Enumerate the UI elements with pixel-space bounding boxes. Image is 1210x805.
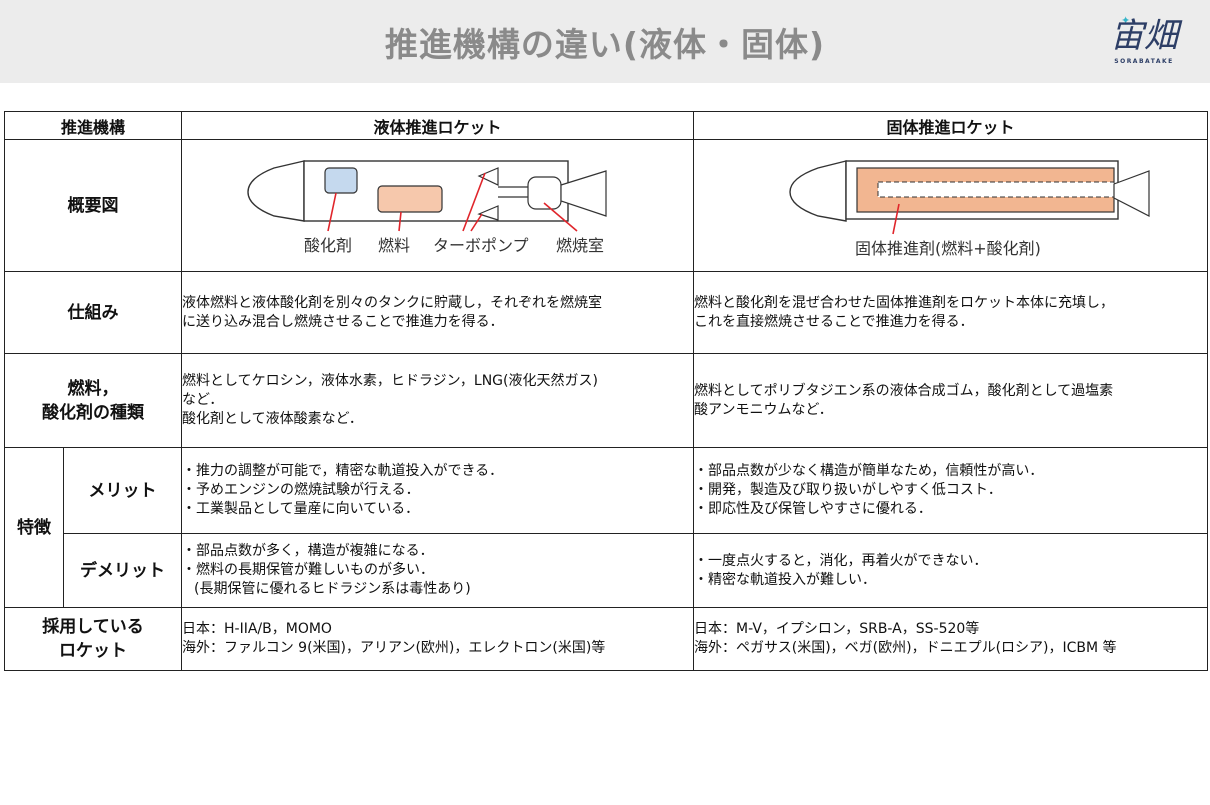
column-header-liquid: 液体推進ロケット <box>181 111 695 140</box>
sparkle-icon: ✦ <box>1121 14 1131 27</box>
row-label-rockets: 採用している ロケット <box>3 607 183 671</box>
table-header-row: 推進機構 液体推進ロケット 固体推進ロケット <box>3 111 1209 140</box>
merit-row: 特徴 メリット ・推力の調整が可能で，精密な軌道投入ができる． ・予めエンジンの… <box>4 447 1209 608</box>
label-combustion-chamber: 燃焼室 <box>556 236 604 255</box>
label-line: 酸化剤の種類 <box>42 402 144 423</box>
text-line: に送り込み混合し燃焼させることで推進力を得る． <box>182 313 504 330</box>
logo-text: 宙畑 <box>1110 16 1178 56</box>
diagram-row: 概要図 <box>3 139 1209 272</box>
column-header-solid: 固体推進ロケット <box>693 111 1209 140</box>
solid-rockets-text: 日本：M-V，イプシロン，SRB-A，SS-520等 海外：ペガサス(米国)，ベ… <box>693 607 1209 671</box>
text-line: ・部品点数が多く，構造が複雑になる． <box>182 543 434 559</box>
text-line: ・一度点火すると，消化，再着火ができない． <box>694 552 988 569</box>
text-line: ・部品点数が少なく構造が簡単なため，信頼性が高い． <box>694 463 1044 479</box>
text-line: これを直接燃焼させることで推進力を得る． <box>694 313 974 330</box>
text-line: 酸化剤として液体酸素など． <box>182 411 363 427</box>
label-solid-propellant: 固体推進剤(燃料+酸化剤) <box>855 239 1041 258</box>
label-line: 燃料， <box>67 378 119 399</box>
row-label-diagram: 概要図 <box>3 139 183 272</box>
text-line: ・推力の調整が可能で，精密な軌道投入ができる． <box>182 463 504 479</box>
row-label-demerit: デメリット <box>62 533 183 608</box>
label-oxidizer: 酸化剤 <box>304 236 352 255</box>
text-line: ・精密な軌道投入が難しい． <box>694 571 877 588</box>
text-line: 燃料としてケロシン，液体水素，ヒドラジン，LNG(液化天然ガス) <box>182 373 598 389</box>
text-line: 液体燃料と液体酸化剤を別々のタンクに貯蔵し，それぞれを燃焼室 <box>182 294 603 311</box>
solid-rocket-diagram-cell: 固体推進剤(燃料+酸化剤) <box>693 139 1209 272</box>
text-line: (長期保管に優れるヒドラジン系は毒性あり) <box>194 581 471 597</box>
text-line: 日本：H-IIA/B，MOMO <box>182 621 332 637</box>
text-line: ・即応性及び保管しやすさに優れる． <box>694 501 932 517</box>
text-line: ・燃料の長期保管が難しいものが多い． <box>182 562 435 578</box>
text-line: 海外：ペガサス(米国)，ベガ(欧州)，ドニエプル(ロシア)，ICBM 等 <box>694 640 1117 656</box>
row-label-features: 特徴 <box>4 447 64 608</box>
liquid-mechanism-text: 液体燃料と液体酸化剤を別々のタンクに貯蔵し，それぞれを燃焼室 に送り込み混合し燃… <box>181 271 695 354</box>
row-label-merit: メリット <box>62 447 183 534</box>
label-line: 採用している <box>42 617 144 637</box>
liquid-merit-text: ・推力の調整が可能で，精密な軌道投入ができる． ・予めエンジンの燃焼試験が行える… <box>181 447 695 534</box>
label-line: ロケット <box>59 641 127 661</box>
label-fuel: 燃料 <box>378 236 410 255</box>
header-bar: 推進機構の違い(液体・固体) ✦ 宙畑 SORABATAKE <box>0 0 1210 83</box>
liquid-rockets-text: 日本：H-IIA/B，MOMO 海外：ファルコン 9(米国)，アリアン(欧州)，… <box>181 607 695 671</box>
text-line: ・工業製品として量産に向いている． <box>182 501 420 517</box>
demerit-row: デメリット ・部品点数が多く，構造が複雑になる． ・燃料の長期保管が難しいものが… <box>5 533 1209 608</box>
liquid-propellant-text: 燃料としてケロシン，液体水素，ヒドラジン，LNG(液化天然ガス) など． 酸化剤… <box>181 353 695 448</box>
text-line: ・開発，製造及び取り扱いがしやすく低コスト． <box>694 482 1002 498</box>
sorabatake-logo: ✦ 宙畑 SORABATAKE <box>1103 14 1185 70</box>
text-line: 酸アンモニウムなど． <box>694 401 833 418</box>
comparison-table: 推進機構 液体推進ロケット 固体推進ロケット 概要図 <box>3 111 1209 671</box>
liquid-rocket-diagram: 酸化剤 燃料 ターボポンプ 燃焼室 <box>247 160 607 255</box>
liquid-rocket-diagram-cell: 酸化剤 燃料 ターボポンプ 燃焼室 <box>181 139 695 272</box>
text-line: 燃料としてポリブタジエン系の液体合成ゴム，酸化剤として過塩素 <box>694 382 1114 399</box>
solid-demerit-text: ・一度点火すると，消化，再着火ができない． ・精密な軌道投入が難しい． <box>693 533 1209 608</box>
solid-mechanism-text: 燃料と酸化剤を混ぜ合わせた固体推進剤をロケット本体に充填し， これを直接燃焼させ… <box>693 271 1209 354</box>
text-line: ・予めエンジンの燃焼試験が行える． <box>182 482 420 498</box>
text-line: 日本：M-V，イプシロン，SRB-A，SS-520等 <box>694 621 980 637</box>
propellant-row: 燃料， 酸化剤の種類 燃料としてケロシン，液体水素，ヒドラジン，LNG(液化天然… <box>3 353 1209 448</box>
rockets-row: 採用している ロケット 日本：H-IIA/B，MOMO 海外：ファルコン 9(米… <box>3 607 1209 671</box>
solid-merit-text: ・部品点数が少なく構造が簡単なため，信頼性が高い． ・開発，製造及び取り扱いがし… <box>693 447 1209 534</box>
text-line: 海外：ファルコン 9(米国)，アリアン(欧州)，エレクトロン(米国)等 <box>182 640 606 656</box>
liquid-demerit-text: ・部品点数が多く，構造が複雑になる． ・燃料の長期保管が難しいものが多い． (長… <box>181 533 695 608</box>
text-line: など． <box>182 392 224 408</box>
label-turbopump: ターボポンプ <box>433 236 529 255</box>
mechanism-row: 仕組み 液体燃料と液体酸化剤を別々のタンクに貯蔵し，それぞれを燃焼室 に送り込み… <box>3 271 1209 354</box>
row-label-propellant: 燃料， 酸化剤の種類 <box>3 353 183 448</box>
page-title: 推進機構の違い(液体・固体) <box>384 25 826 64</box>
text-line: 燃料と酸化剤を混ぜ合わせた固体推進剤をロケット本体に充填し， <box>694 294 1115 311</box>
column-header-mechanism: 推進機構 <box>3 111 183 140</box>
solid-propellant-text: 燃料としてポリブタジエン系の液体合成ゴム，酸化剤として過塩素 酸アンモニウムなど… <box>693 353 1209 448</box>
solid-rocket-diagram: 固体推進剤(燃料+酸化剤) <box>789 160 1150 258</box>
logo-subtext: SORABATAKE <box>1114 58 1174 65</box>
row-label-mechanism: 仕組み <box>3 271 183 354</box>
